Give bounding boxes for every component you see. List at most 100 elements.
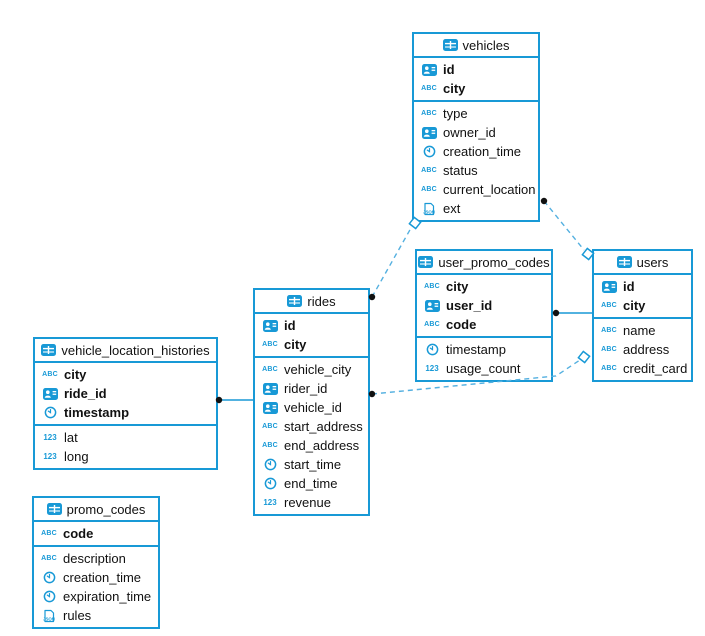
- table-header-rides[interactable]: rides: [255, 290, 368, 314]
- column-city[interactable]: ABC city: [35, 365, 216, 384]
- id-badge-icon: [261, 401, 279, 414]
- column-label: usage_count: [446, 361, 521, 376]
- column-label: current_location: [443, 182, 536, 197]
- column-label: id: [284, 318, 296, 333]
- column-label: creation_time: [63, 570, 142, 585]
- table-header-users[interactable]: users: [594, 251, 691, 275]
- column-expiration_time[interactable]: expiration_time: [34, 587, 158, 606]
- table-title: vehicles: [462, 37, 510, 53]
- column-label: name: [623, 323, 656, 338]
- table-header-vehicles[interactable]: vehicles: [414, 34, 538, 58]
- clock-icon: [261, 458, 279, 471]
- column-label: city: [284, 337, 307, 352]
- clock-icon: [40, 590, 58, 603]
- column-label: lat: [64, 430, 78, 445]
- column-label: city: [443, 81, 466, 96]
- abc-text-icon: ABC: [421, 110, 437, 117]
- table-icon: [46, 503, 62, 515]
- table-icon: [616, 256, 632, 268]
- edge-dot-endpoint: [552, 309, 560, 317]
- abc-text-icon: ABC: [262, 423, 278, 430]
- column-label: code: [446, 317, 477, 332]
- column-id[interactable]: id: [414, 60, 538, 79]
- column-label: description: [63, 551, 126, 566]
- column-label: city: [64, 367, 87, 382]
- column-id[interactable]: id: [255, 316, 368, 335]
- column-label: user_id: [446, 298, 493, 313]
- table-header-promo_codes[interactable]: promo_codes: [34, 498, 158, 522]
- column-label: owner_id: [443, 125, 496, 140]
- number-123-icon: 123: [43, 433, 57, 442]
- column-owner_id[interactable]: owner_id: [414, 123, 538, 142]
- column-label: end_time: [284, 476, 338, 491]
- clock-icon: [41, 406, 59, 419]
- column-rider_id[interactable]: rider_id: [255, 379, 368, 398]
- table-title: vehicle_location_histories: [61, 342, 210, 358]
- table-header-user_promo_codes[interactable]: user_promo_codes: [417, 251, 551, 275]
- column-user_id[interactable]: user_id: [417, 296, 551, 315]
- edge-vehicles-to-users: [543, 200, 585, 251]
- table-header-vehicle_location_histories[interactable]: vehicle_location_histories: [35, 339, 216, 363]
- column-label: rider_id: [284, 381, 328, 396]
- table-title: user_promo_codes: [438, 254, 550, 270]
- column-label: address: [623, 342, 670, 357]
- abc-text-icon: ABC: [42, 371, 58, 378]
- column-label: ride_id: [64, 386, 107, 401]
- table-title: users: [636, 254, 669, 270]
- column-end_time[interactable]: end_time: [255, 474, 368, 493]
- column-timestamp[interactable]: timestamp: [35, 403, 216, 422]
- column-ride_id[interactable]: ride_id: [35, 384, 216, 403]
- svg-text:JSON: JSON: [423, 209, 435, 214]
- column-label: timestamp: [64, 405, 130, 420]
- column-start_time[interactable]: start_time: [255, 455, 368, 474]
- id-badge-icon: [261, 382, 279, 395]
- id-badge-icon: [420, 63, 438, 76]
- column-lat[interactable]: 123 lat: [35, 428, 216, 447]
- column-label: id: [443, 62, 455, 77]
- column-id[interactable]: id: [594, 277, 691, 296]
- column-timestamp[interactable]: timestamp: [417, 340, 551, 359]
- column-creation_time[interactable]: creation_time: [414, 142, 538, 161]
- abc-text-icon: ABC: [601, 302, 617, 309]
- column-creation_time[interactable]: creation_time: [34, 568, 158, 587]
- id-badge-icon: [261, 319, 279, 332]
- column-label: expiration_time: [63, 589, 152, 604]
- column-label: rules: [63, 608, 92, 623]
- abc-text-icon: ABC: [262, 366, 278, 373]
- column-vehicle_id[interactable]: vehicle_id: [255, 398, 368, 417]
- edge-dot-endpoint: [540, 197, 548, 205]
- table-title: promo_codes: [66, 501, 146, 517]
